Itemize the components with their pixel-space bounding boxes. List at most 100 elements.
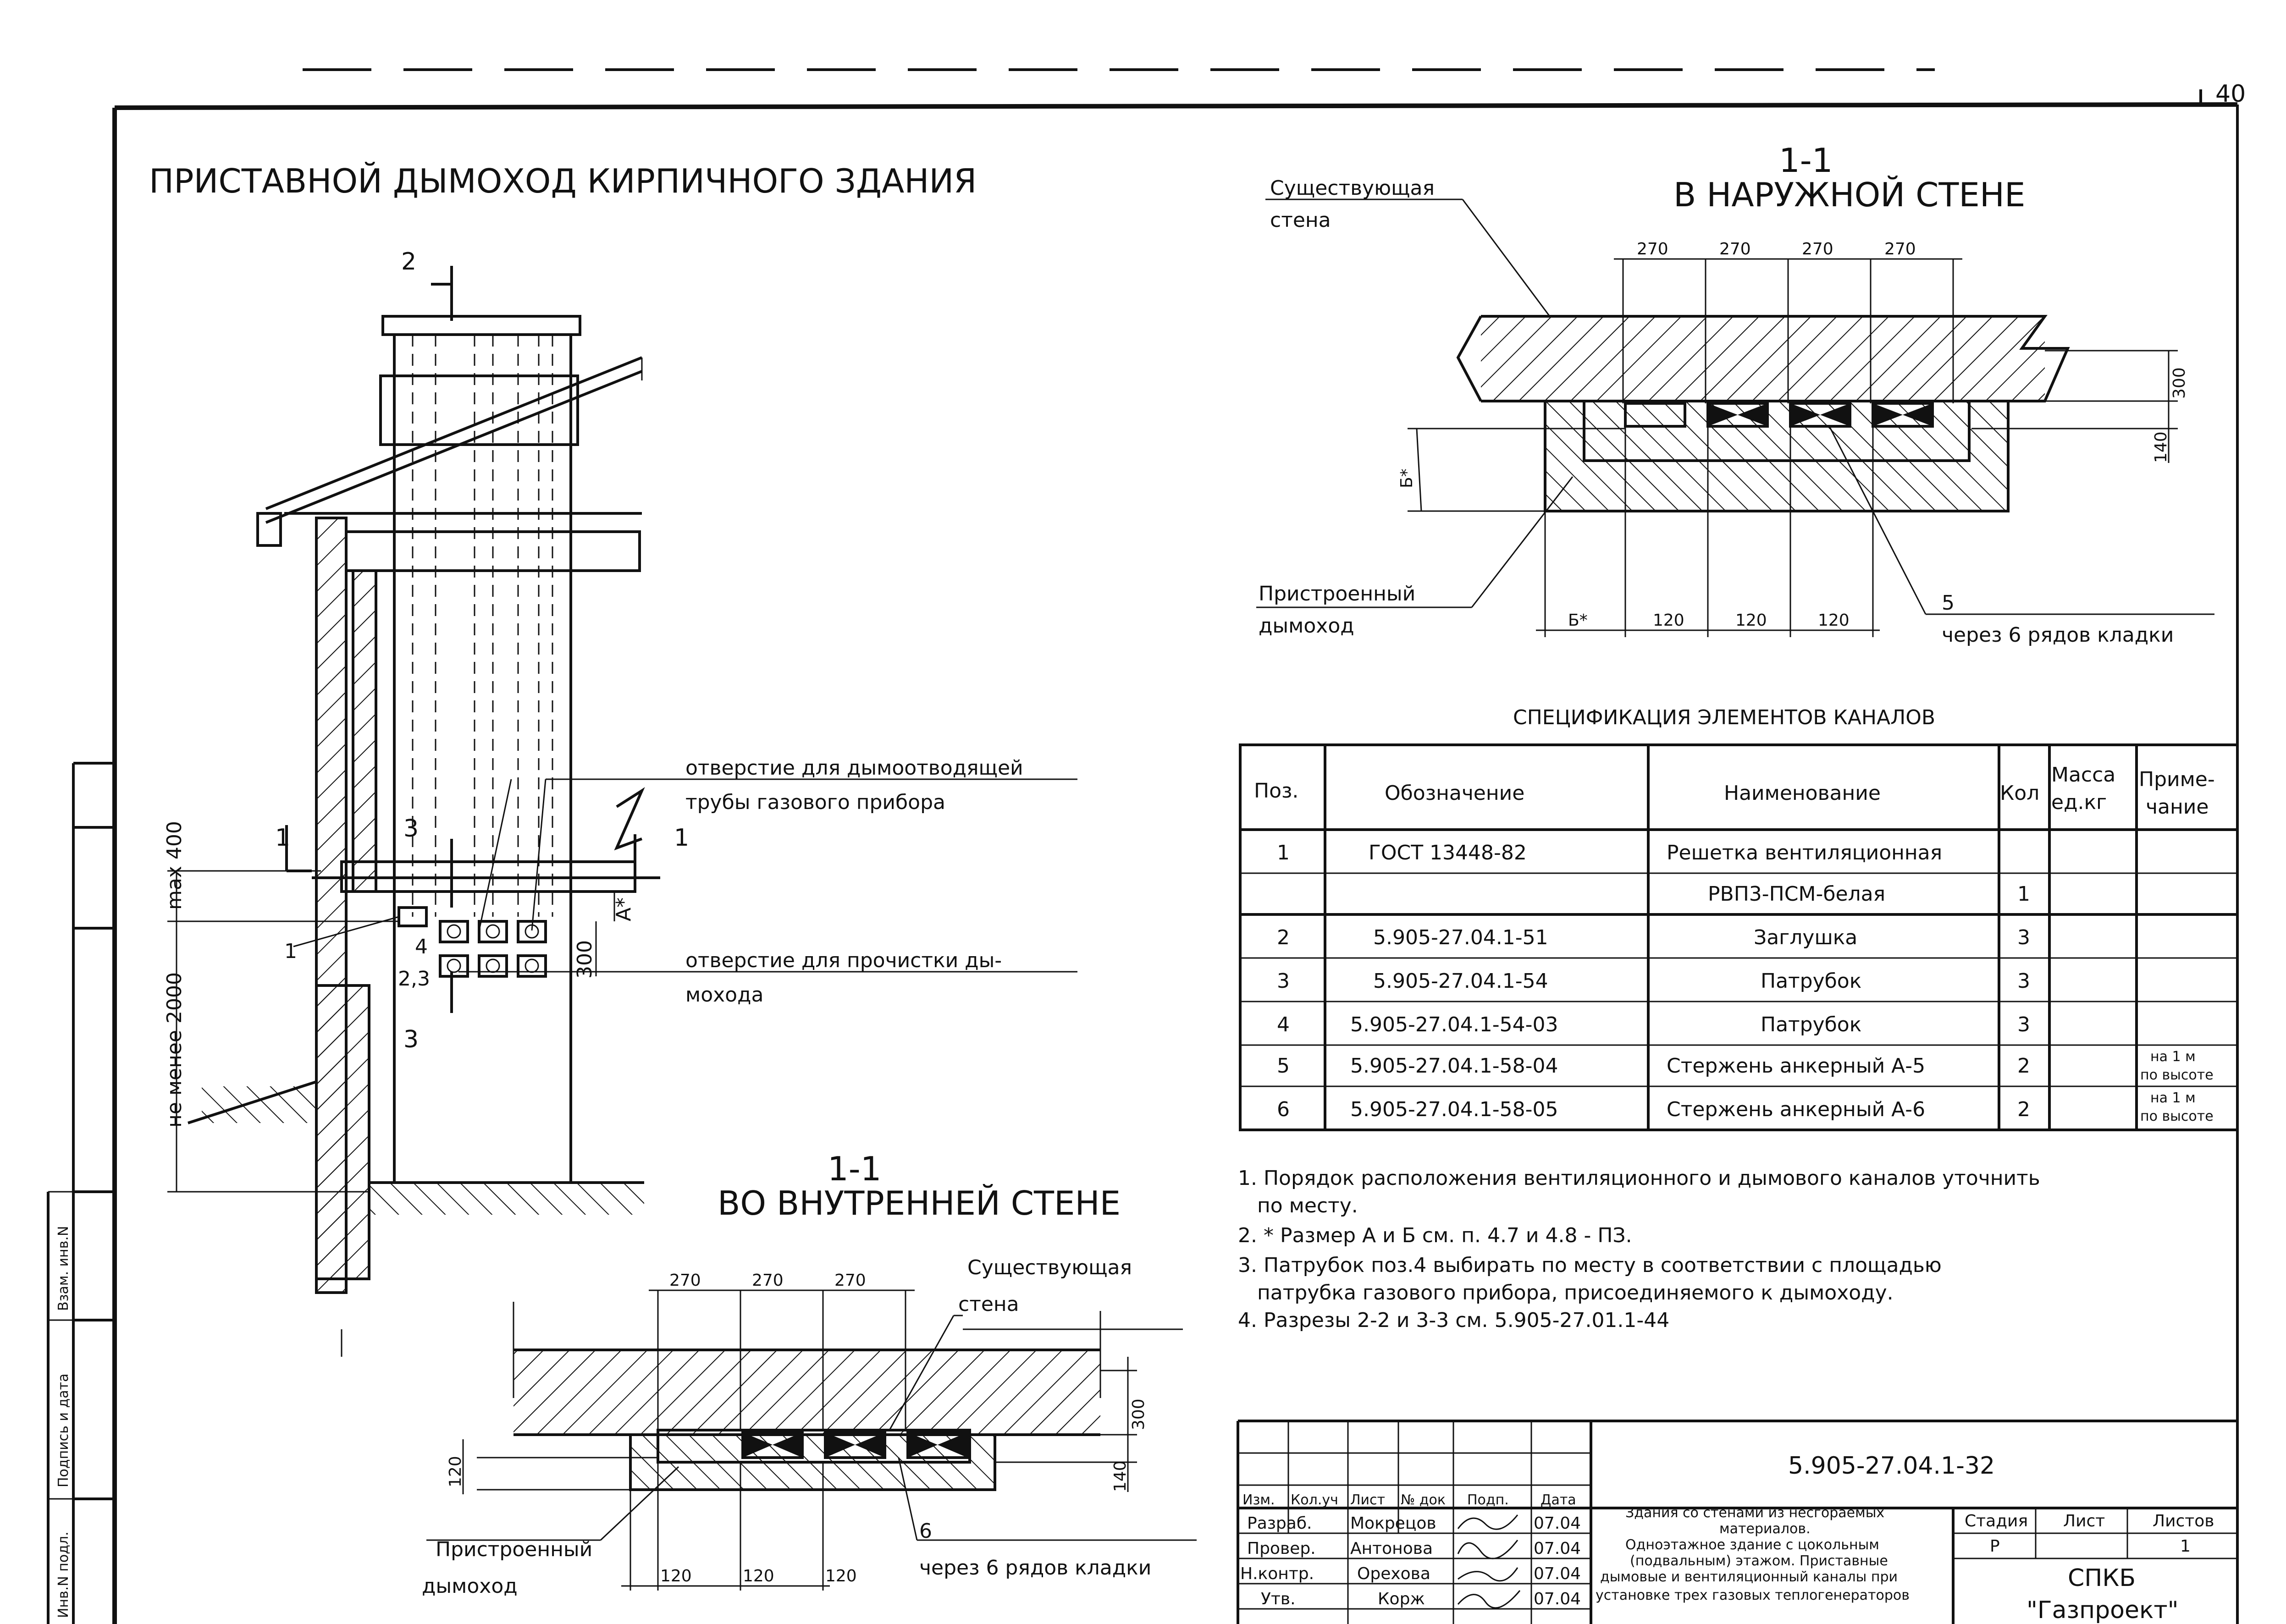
inner-section-num: 1-1 [828, 1150, 882, 1188]
section-inner-wall [426, 1289, 1197, 1591]
outer-channel-blocks [1706, 402, 1934, 428]
outer-dim-top-2: 270 [1719, 240, 1751, 259]
spec-cell-name: Решетка вентиляционная [1667, 841, 1942, 864]
stamp-person-name: Орехова [1357, 1564, 1430, 1583]
spec-cell-name: Патрубок [1761, 969, 1861, 993]
spec-cell-name: РВП3-ПСМ-белая [1708, 882, 1885, 906]
spec-table [1239, 743, 2239, 1131]
spec-cell-pos: 2 [1277, 926, 1290, 949]
spec-cell-qty: 3 [2017, 926, 2030, 949]
side-stamp-label-1: Взам. инв.N [55, 1226, 72, 1311]
side-stamp-label-3: Инв.N подл. [55, 1531, 72, 1618]
inner-existing-wall-2: стена [958, 1293, 1019, 1316]
stamp-desc-line: Одноэтажное здание с цокольным [1625, 1537, 1879, 1553]
inner-existing-wall-1: Существующая [967, 1256, 1132, 1279]
spec-header-pos: Поз. [1254, 779, 1298, 803]
inner-dim-140: 140 [1111, 1460, 1130, 1492]
stamp-date: 07.04 [1534, 1514, 1581, 1533]
side-stamp-label-2: Подпись и дата [55, 1374, 72, 1488]
stamp-date: 07.04 [1534, 1590, 1581, 1608]
title-block [1237, 1420, 2237, 1624]
spec-cell-name: Стержень анкерный А-5 [1667, 1054, 1925, 1078]
stamp-col-headers: Изм. Кол.уч Лист № док Подп. Дата [1242, 1492, 1576, 1508]
stamp-col-header: № док [1401, 1492, 1446, 1508]
stamp-org-2: "Газпроект" [2026, 1596, 2179, 1624]
elev-cut-1-left: 1 [275, 824, 290, 852]
outer-pos-note: через 6 рядов кладки [1942, 623, 2174, 647]
spec-cell-qty: 3 [2017, 969, 2030, 993]
stamp-role: Провер. [1247, 1539, 1316, 1558]
outer-dim-bottom-3: 120 [1735, 611, 1767, 630]
stamp-desc-line: дымовые и вентиляционный каналы при [1600, 1569, 1898, 1585]
stamp-sheets: 1 [2180, 1537, 2191, 1556]
elev-cut-3-bottom: 3 [403, 1026, 419, 1053]
note-line: по месту. [1238, 1194, 1358, 1217]
stamp-person-name: Антонова [1350, 1539, 1433, 1558]
page-number: 40 [2215, 80, 2246, 108]
spec-cell-designation: 5.905-27.04.1-54-03 [1350, 1013, 1558, 1036]
spec-cell-note-2: по высоте [2140, 1108, 2214, 1124]
stamp-description: Здания со стенами из несгораемых материа… [1596, 1505, 1910, 1603]
spec-cell-name: Стержень анкерный А-6 [1667, 1098, 1925, 1121]
spec-row-3: 2 5.905-27.04.1-51 Заглушка 3 [1277, 926, 2030, 949]
spec-cell-note-1: на 1 м [2150, 1090, 2196, 1106]
opening-grid [439, 920, 547, 978]
outer-dim-140: 140 [2152, 431, 2170, 463]
spec-header-qty: Кол [2000, 782, 2039, 805]
inner-dim-bottom-2: 120 [743, 1567, 774, 1585]
spec-header-note-2: чание [2146, 795, 2209, 819]
inner-section-title: ВО ВНУТРЕННЕЙ СТЕНЕ [718, 1184, 1121, 1222]
outer-section-title: В НАРУЖНОЙ СТЕНЕ [1673, 176, 2025, 214]
elev-pos-1: 1 [284, 940, 297, 963]
spec-title: СПЕЦИФИКАЦИЯ ЭЛЕМЕНТОВ КАНАЛОВ [1513, 706, 1935, 729]
spec-row-4: 3 5.905-27.04.1-54 Патрубок 3 [1277, 969, 2030, 993]
stamp-person-name: Мокрецов [1350, 1514, 1436, 1533]
stamp-col-header: Лист [1350, 1492, 1385, 1508]
stamp-person-row: Утв. Корж 07.04 [1261, 1590, 1581, 1608]
inner-dim-top-3: 270 [834, 1271, 866, 1290]
stamp-date: 07.04 [1534, 1539, 1581, 1558]
outer-pos-5: 5 [1942, 591, 1955, 615]
callout-smoke-line-2: трубы газового прибора [685, 791, 945, 814]
spec-cell-pos: 1 [1277, 841, 1290, 864]
spec-cell-designation: 5.905-27.04.1-58-04 [1350, 1054, 1558, 1078]
elev-dim-300: 300 [573, 940, 596, 979]
stamp-sheet-label: Лист [2063, 1512, 2105, 1530]
spec-cell-designation: 5.905-27.04.1-51 [1373, 926, 1548, 949]
spec-cell-designation: 5.905-27.04.1-58-05 [1350, 1098, 1558, 1121]
spec-cell-qty: 3 [2017, 1013, 2030, 1036]
inner-dim-120-left: 120 [446, 1456, 465, 1487]
inner-attached-2: дымоход [422, 1574, 518, 1598]
stamp-stage-label: Стадия [1965, 1512, 2028, 1530]
stamp-desc-line: (подвальным) этажом. Приставные [1630, 1553, 1888, 1569]
spec-cell-qty: 1 [2017, 882, 2030, 906]
elev-cut-1-right: 1 [674, 824, 689, 852]
stamp-col-header: Дата [1541, 1492, 1576, 1508]
stamp-desc-line: материалов. [1719, 1521, 1811, 1537]
outer-section-num: 1-1 [1779, 141, 1833, 180]
spec-cell-qty: 2 [2017, 1098, 2030, 1121]
elev-pos-4: 4 [415, 935, 428, 958]
spec-row-6: 5 5.905-27.04.1-58-04 Стержень анкерный … [1277, 1049, 2214, 1083]
inner-dim-bottom-3: 120 [825, 1567, 857, 1585]
spec-cell-note-2: по высоте [2140, 1067, 2214, 1083]
spec-row-1: 1 ГОСТ 13448-82 Решетка вентиляционная [1277, 841, 1942, 864]
stamp-role: Утв. [1261, 1590, 1296, 1608]
inner-dim-top-1: 270 [669, 1271, 701, 1290]
outer-attached-1: Пристроенный [1259, 582, 1415, 606]
dim-min2000: не менее 2000 [163, 972, 186, 1128]
outer-existing-wall-2: стена [1270, 209, 1331, 232]
section-outer-wall [1256, 198, 2214, 637]
spec-cell-pos: 6 [1277, 1098, 1290, 1121]
side-stamp [47, 762, 115, 1624]
note-line: 4. Разрезы 2-2 и 3-3 см. 5.905-27.01.1-4… [1238, 1309, 1669, 1332]
spec-header-note-1: Приме- [2139, 768, 2215, 791]
stamp-person-row: Разраб. Мокрецов 07.04 [1247, 1514, 1581, 1533]
outer-dim-top-3: 270 [1802, 240, 1833, 259]
elev-section-2-label: 2 [401, 248, 416, 275]
spec-header-name: Наименование [1724, 782, 1881, 805]
outer-existing-wall-1: Существующая [1270, 176, 1435, 200]
stamp-person-row: Провер. Антонова 07.04 [1247, 1539, 1581, 1558]
outer-attached-2: дымоход [1259, 614, 1354, 638]
